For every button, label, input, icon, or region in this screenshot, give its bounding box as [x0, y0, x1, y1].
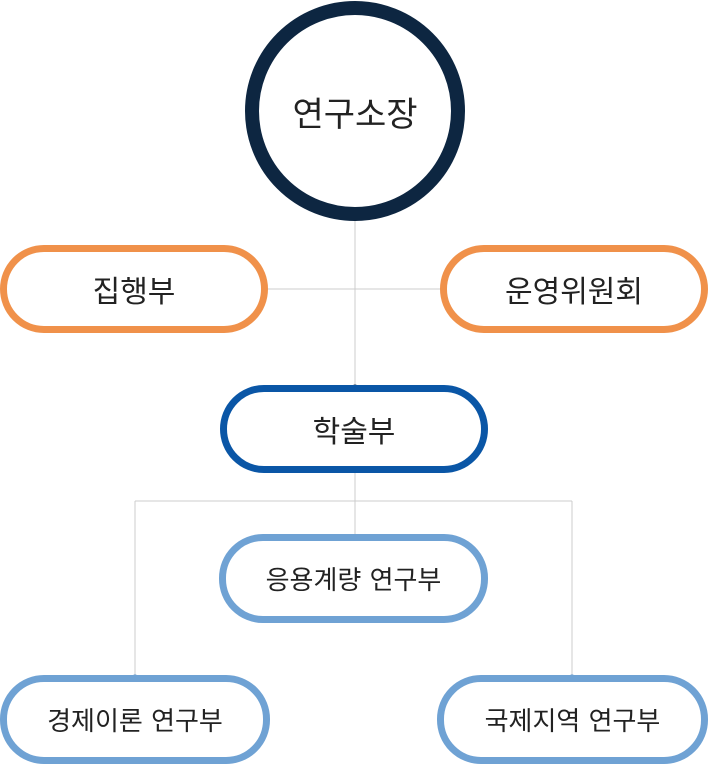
international-regional-label: 국제지역 연구부 — [484, 707, 661, 737]
economic-theory-label: 경제이론 연구부 — [47, 707, 223, 737]
applied-econometrics-node: 응용계량 연구부 — [219, 534, 488, 623]
steering-committee-label: 운영위원회 — [505, 275, 643, 310]
steering-committee-node: 운영위원회 — [440, 245, 708, 333]
applied-econometrics-label: 응용계량 연구부 — [265, 566, 442, 596]
academic-node: 학술부 — [220, 385, 488, 473]
director-label: 연구소장 — [292, 94, 418, 135]
director-node: 연구소장 — [245, 1, 465, 221]
economic-theory-node: 경제이론 연구부 — [0, 675, 270, 764]
executive-label: 집행부 — [92, 275, 176, 310]
international-regional-node: 국제지역 연구부 — [437, 675, 708, 764]
academic-label: 학술부 — [312, 415, 396, 450]
executive-node: 집행부 — [0, 245, 268, 333]
